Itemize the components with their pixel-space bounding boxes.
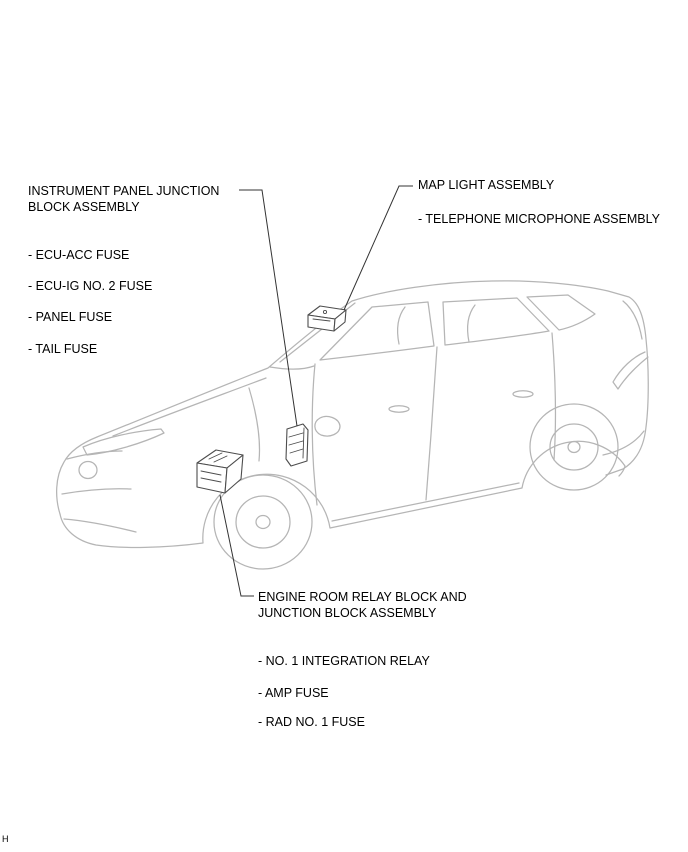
engine-room-relay-block-drawing [196,449,244,494]
car-illustration [56,280,649,570]
center-door-seam [425,346,438,501]
instrument-panel-junction-block-drawing [285,423,309,467]
car-windows [269,294,596,370]
quarter-window [526,294,596,331]
car-body-lower-outline [59,440,626,549]
leader-line-map-light [343,185,413,311]
rear-wheel [529,403,619,491]
front-seat-outline [397,306,406,345]
label-telephone-microphone-assembly: - TELEPHONE MICROPHONE ASSEMBLY [418,212,660,226]
label-ecu-acc-fuse: - ECU-ACC FUSE [28,248,130,262]
label-amp-fuse: - AMP FUSE [258,686,329,700]
rear-hatch-inner-line [622,300,643,340]
side-mirror [314,415,341,437]
label-instrument-panel-junction-block-assembly: INSTRUMENT PANEL JUNCTION BLOCK ASSEMBLY [28,184,223,214]
label-engine-room-relay-block-assembly: ENGINE ROOM RELAY BLOCK AND JUNCTION BLO… [258,590,471,620]
rear-door-seam [551,332,557,461]
page-footer-mark: H [2,834,9,844]
label-rad-no1-fuse: - RAD NO. 1 FUSE [258,715,365,729]
tail-lamp [612,351,649,390]
headlight [82,428,165,456]
leader-line-engine-room [219,494,254,597]
rear-seat-outline [467,304,476,343]
rear-door-window [442,297,550,346]
cowl-line [269,365,315,370]
sill-line [331,482,520,522]
label-panel-fuse: - PANEL FUSE [28,310,113,324]
bumper-mid-line [61,488,132,495]
leader-line-instrument-panel [239,189,298,427]
label-tail-fuse: - TAIL FUSE [28,342,98,356]
front-door-handle [388,405,410,413]
map-light-assembly-drawing [307,305,347,332]
car-body-upper-outline [56,280,649,515]
label-ecu-ig-no2-fuse: - ECU-IG NO. 2 FUSE [28,279,153,293]
front-emblem [78,460,98,480]
front-wheel [213,474,313,570]
front-door-seam [311,363,318,506]
hood-crease [112,377,267,437]
front-door-window [319,301,435,361]
label-no1-integration-relay: - NO. 1 INTEGRATION RELAY [258,654,430,668]
car-body-details [61,300,649,533]
fender-line [248,387,261,462]
label-map-light-assembly: MAP LIGHT ASSEMBLY [418,178,555,192]
rear-door-handle [512,390,534,398]
rear-bumper-crease [602,430,645,456]
grille-line [66,450,123,460]
bumper-lower-line [63,518,137,533]
